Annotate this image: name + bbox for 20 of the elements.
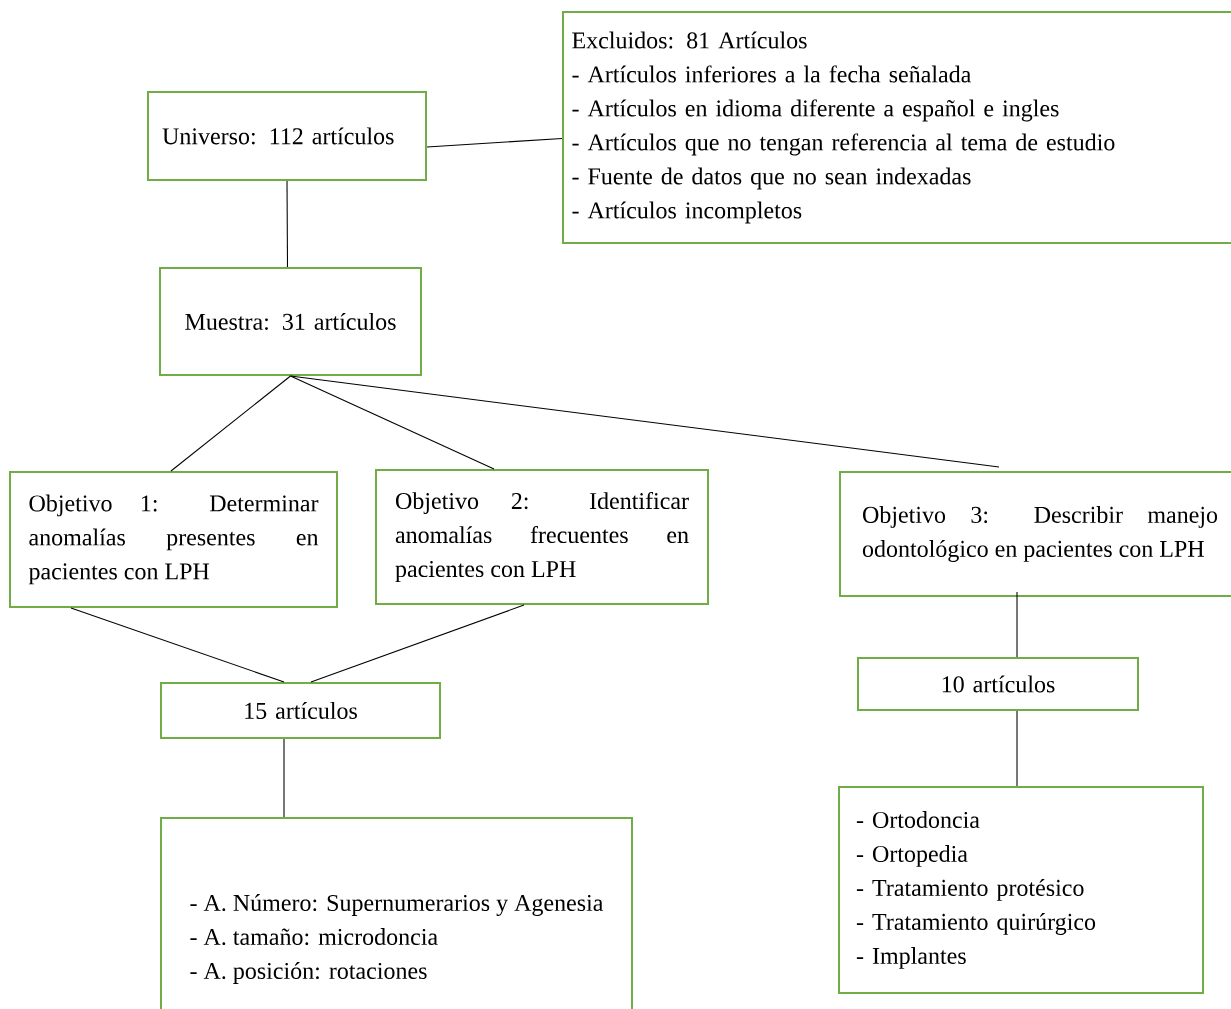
exclusion-box: Excluidos: 81 Artículos - Artículos inferiores a la fecha señalada - Artículos en idioma diferente a español e ingles - Artículos que no tengan referencia al tema de estudio - Fuente de datos que no sean indexadas - Artículos incompletos: [562, 11, 1231, 244]
list-box: - Ortodoncia - Ortopedia - Tratamiento protésico - Tratamiento quirúrgico - Implantes: [838, 786, 1204, 994]
connector-line: [1016, 710, 1018, 787]
objective-box: Objetivo 1: Determinar anomalías presentes en pacientes con LPH: [9, 471, 338, 608]
connector-line: [286, 180, 289, 268]
connector-line: [289, 375, 495, 470]
connector-line: [310, 604, 525, 683]
objective-box: Objetivo 2: Identificar anomalías frecuentes en pacientes con LPH: [375, 469, 709, 605]
connector-line: [289, 375, 1000, 468]
list-box: - A. Número: Supernumerarios y Agenesia - A. tamaño: microdoncia - A. posición: rotaciones: [160, 817, 633, 1009]
connector-line: [170, 375, 292, 472]
connector-line: [283, 738, 285, 818]
connector-line: [426, 137, 563, 148]
process-box: 15 artículos: [160, 682, 441, 739]
objective-box: Objetivo 3: Describir manejo odontológico en pacientes con LPH: [839, 471, 1231, 597]
connector-line: [70, 607, 285, 683]
process-box: Universo: 112 artículos: [147, 91, 427, 181]
process-box: 10 artículos: [857, 657, 1139, 711]
process-box: Muestra: 31 artículos: [159, 267, 422, 376]
connector-line: [1016, 591, 1018, 658]
